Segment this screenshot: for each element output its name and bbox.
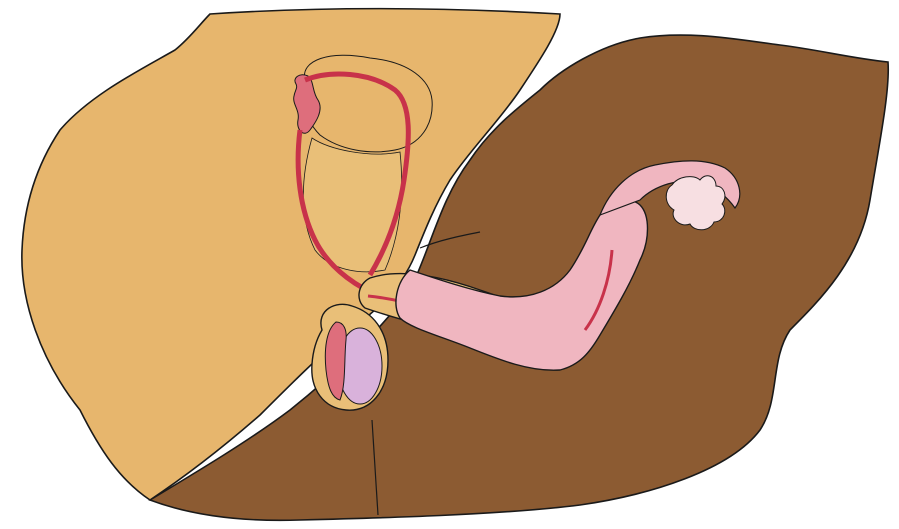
tan-inner-region [303, 138, 401, 272]
